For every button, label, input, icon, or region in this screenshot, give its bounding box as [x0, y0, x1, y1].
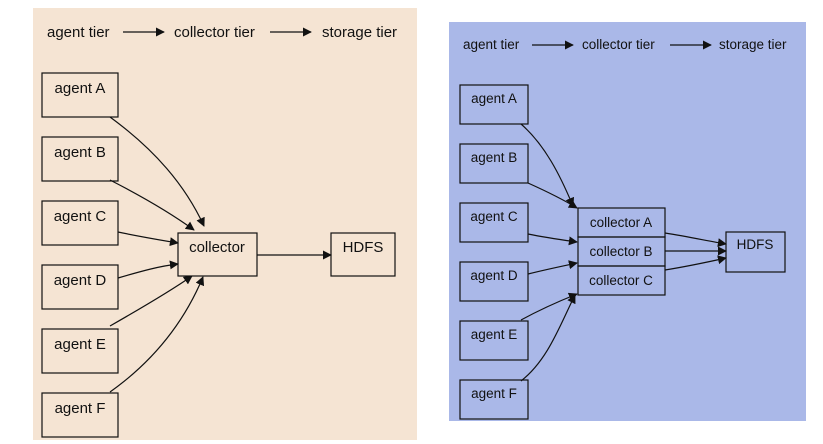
left-edges — [109, 116, 332, 393]
node-label: HDFS — [737, 237, 774, 252]
node-agent-d: agent D — [459, 261, 529, 302]
legend-collector-tier: collector tier — [582, 37, 655, 52]
node-agent-d: agent D — [41, 264, 119, 310]
node-label: agent B — [471, 150, 518, 165]
left-panel-background — [33, 8, 417, 440]
node-label: collector — [189, 239, 245, 256]
node-agent-c: agent C — [41, 200, 119, 246]
edge-collector-c-hdfs — [664, 255, 727, 271]
edge-agent-b-collector — [109, 179, 195, 231]
node-label: agent C — [54, 208, 107, 225]
legend-storage-tier: storage tier — [322, 24, 397, 41]
edge-agent-e-collector — [109, 275, 193, 327]
edge-agent-a-collector — [109, 116, 205, 227]
node-label: agent E — [471, 327, 518, 342]
node-label: collector C — [589, 273, 653, 288]
node-agent-f: agent F — [459, 379, 529, 420]
right-edges — [520, 123, 727, 382]
legend-storage-tier: storage tier — [719, 37, 787, 52]
node-label: agent D — [470, 268, 518, 283]
node-label: agent A — [471, 91, 517, 106]
node-agent-e: agent E — [41, 328, 119, 374]
right-legend: agent tier collector tier storage tier — [463, 37, 787, 52]
edge-agent-c-collectors — [527, 233, 578, 246]
node-label: collector A — [590, 215, 652, 230]
node-label: collector B — [589, 244, 652, 259]
node-label: HDFS — [343, 239, 384, 256]
edge-collector-a-hdfs — [664, 232, 727, 248]
node-label: agent C — [470, 209, 518, 224]
node-label: agent F — [471, 386, 517, 401]
node-agent-b: agent B — [459, 143, 529, 184]
node-label: agent F — [55, 400, 106, 417]
edge-agent-c-collector — [117, 231, 179, 247]
node-label: agent A — [55, 80, 106, 97]
left-legend: agent tier collector tier storage tier — [47, 24, 397, 41]
node-agent-a: agent A — [459, 84, 529, 125]
node-collector: collector — [177, 232, 258, 277]
node-label: agent D — [54, 272, 107, 289]
edge-agent-d-collector — [117, 260, 179, 279]
legend-agent-tier: agent tier — [463, 37, 520, 52]
node-agent-e: agent E — [459, 320, 529, 361]
node-agent-f: agent F — [41, 392, 119, 438]
edge-agent-f-collectors — [520, 294, 576, 382]
node-label: agent E — [54, 336, 106, 353]
edge-agent-d-collectors — [527, 260, 578, 275]
node-hdfs: HDFS — [725, 231, 786, 273]
legend-agent-tier: agent tier — [47, 24, 110, 41]
node-collector-c: collector C — [577, 265, 666, 296]
node-hdfs: HDFS — [330, 232, 396, 277]
node-agent-b: agent B — [41, 136, 119, 182]
right-panel-background — [449, 22, 806, 421]
node-agent-a: agent A — [41, 72, 119, 118]
left-panel: agent tier collector tier storage tier a… — [33, 8, 417, 440]
right-panel: agent tier collector tier storage tier a… — [449, 22, 806, 421]
edge-agent-b-collectors — [527, 182, 578, 209]
node-label: agent B — [54, 144, 106, 161]
edge-agent-a-collectors — [520, 123, 575, 207]
legend-collector-tier: collector tier — [174, 24, 255, 41]
node-agent-c: agent C — [459, 202, 529, 243]
edge-agent-f-collector — [109, 276, 205, 393]
